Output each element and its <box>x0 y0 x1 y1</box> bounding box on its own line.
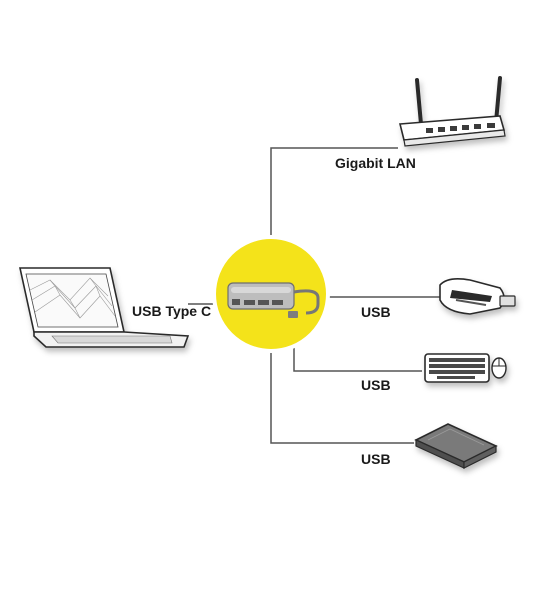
usb-type-c-label: USB Type C <box>132 303 212 319</box>
external-drive-icon <box>414 423 498 469</box>
line-hub-keyboard <box>293 338 422 372</box>
usb-keyboard-label: USB <box>361 377 391 393</box>
line-hub-drive <box>270 348 414 444</box>
gigabit-lan-label: Gigabit LAN <box>335 155 416 171</box>
usb-hub-icon <box>227 282 320 318</box>
connector-lines <box>188 147 440 444</box>
keyboard-mouse-icon <box>424 353 507 383</box>
laptop-icon <box>19 267 190 348</box>
card-reader-icon <box>439 278 516 315</box>
router-icon <box>398 76 506 147</box>
line-trunk <box>270 147 398 238</box>
usb-drive-label: USB <box>361 451 391 467</box>
usb-card-reader-label: USB <box>361 304 391 320</box>
